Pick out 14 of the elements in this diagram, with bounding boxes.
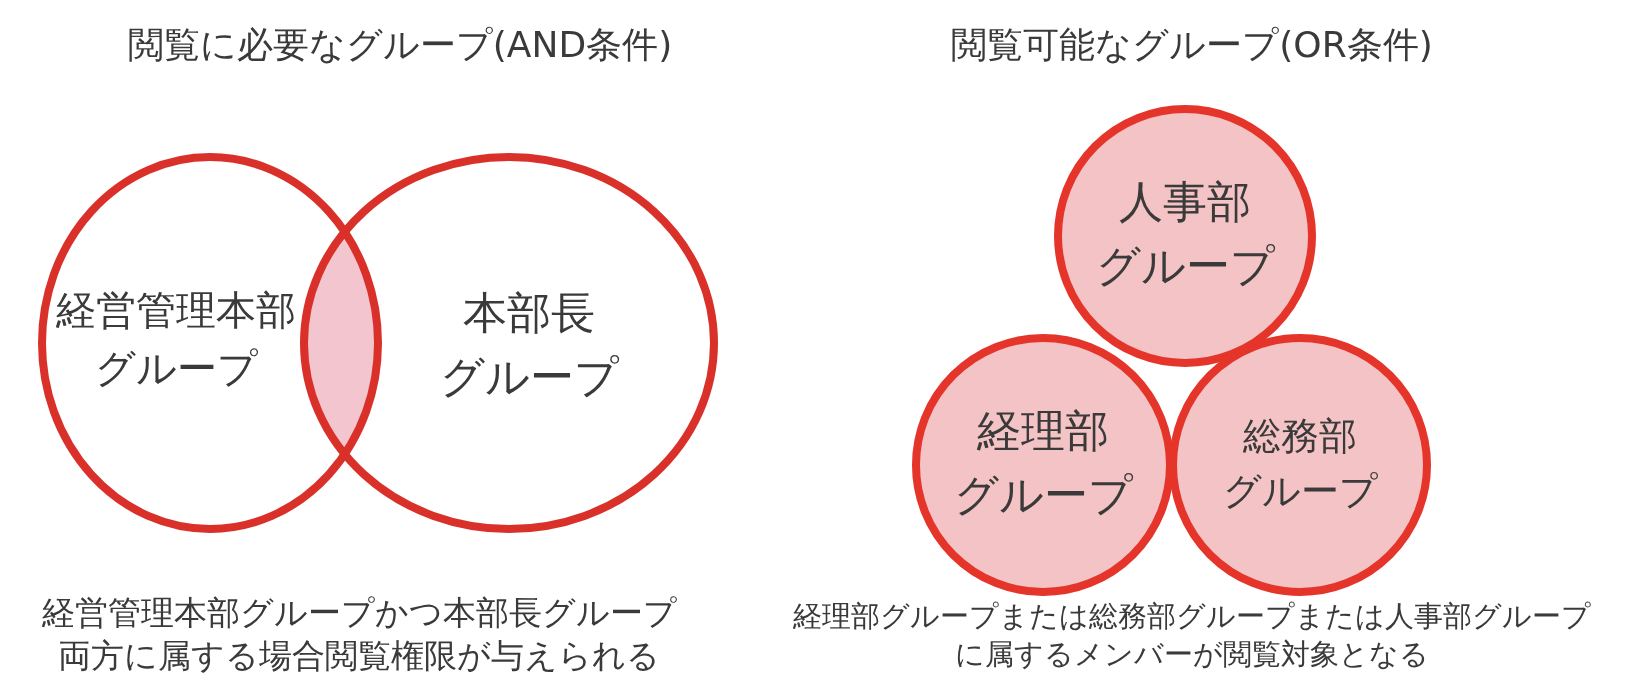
caption: 経営管理本部グループかつ本部長グループ両方に属する場合閲覧権限が与えられる: [41, 592, 677, 677]
circle-label: 本部長グループ: [439, 286, 619, 404]
circle: [1169, 334, 1431, 596]
circle: [300, 153, 718, 533]
circle-label: 経理部グループ: [953, 404, 1133, 522]
circle: [38, 153, 382, 533]
circle-label: 人事部グループ: [1095, 175, 1275, 293]
circle: [912, 334, 1174, 596]
caption: 経理部グループまたは総務部グループまたは人事部グループに属するメンバーが閲覧対象となる: [793, 598, 1591, 673]
heading: 閲覧可能なグループ(OR条件): [951, 23, 1433, 67]
circle-label: 経営管理本部グループ: [56, 286, 296, 393]
heading: 閲覧に必要なグループ(AND条件): [127, 23, 673, 67]
circle: [1054, 105, 1316, 367]
circle-label: 総務部グループ: [1222, 413, 1378, 516]
